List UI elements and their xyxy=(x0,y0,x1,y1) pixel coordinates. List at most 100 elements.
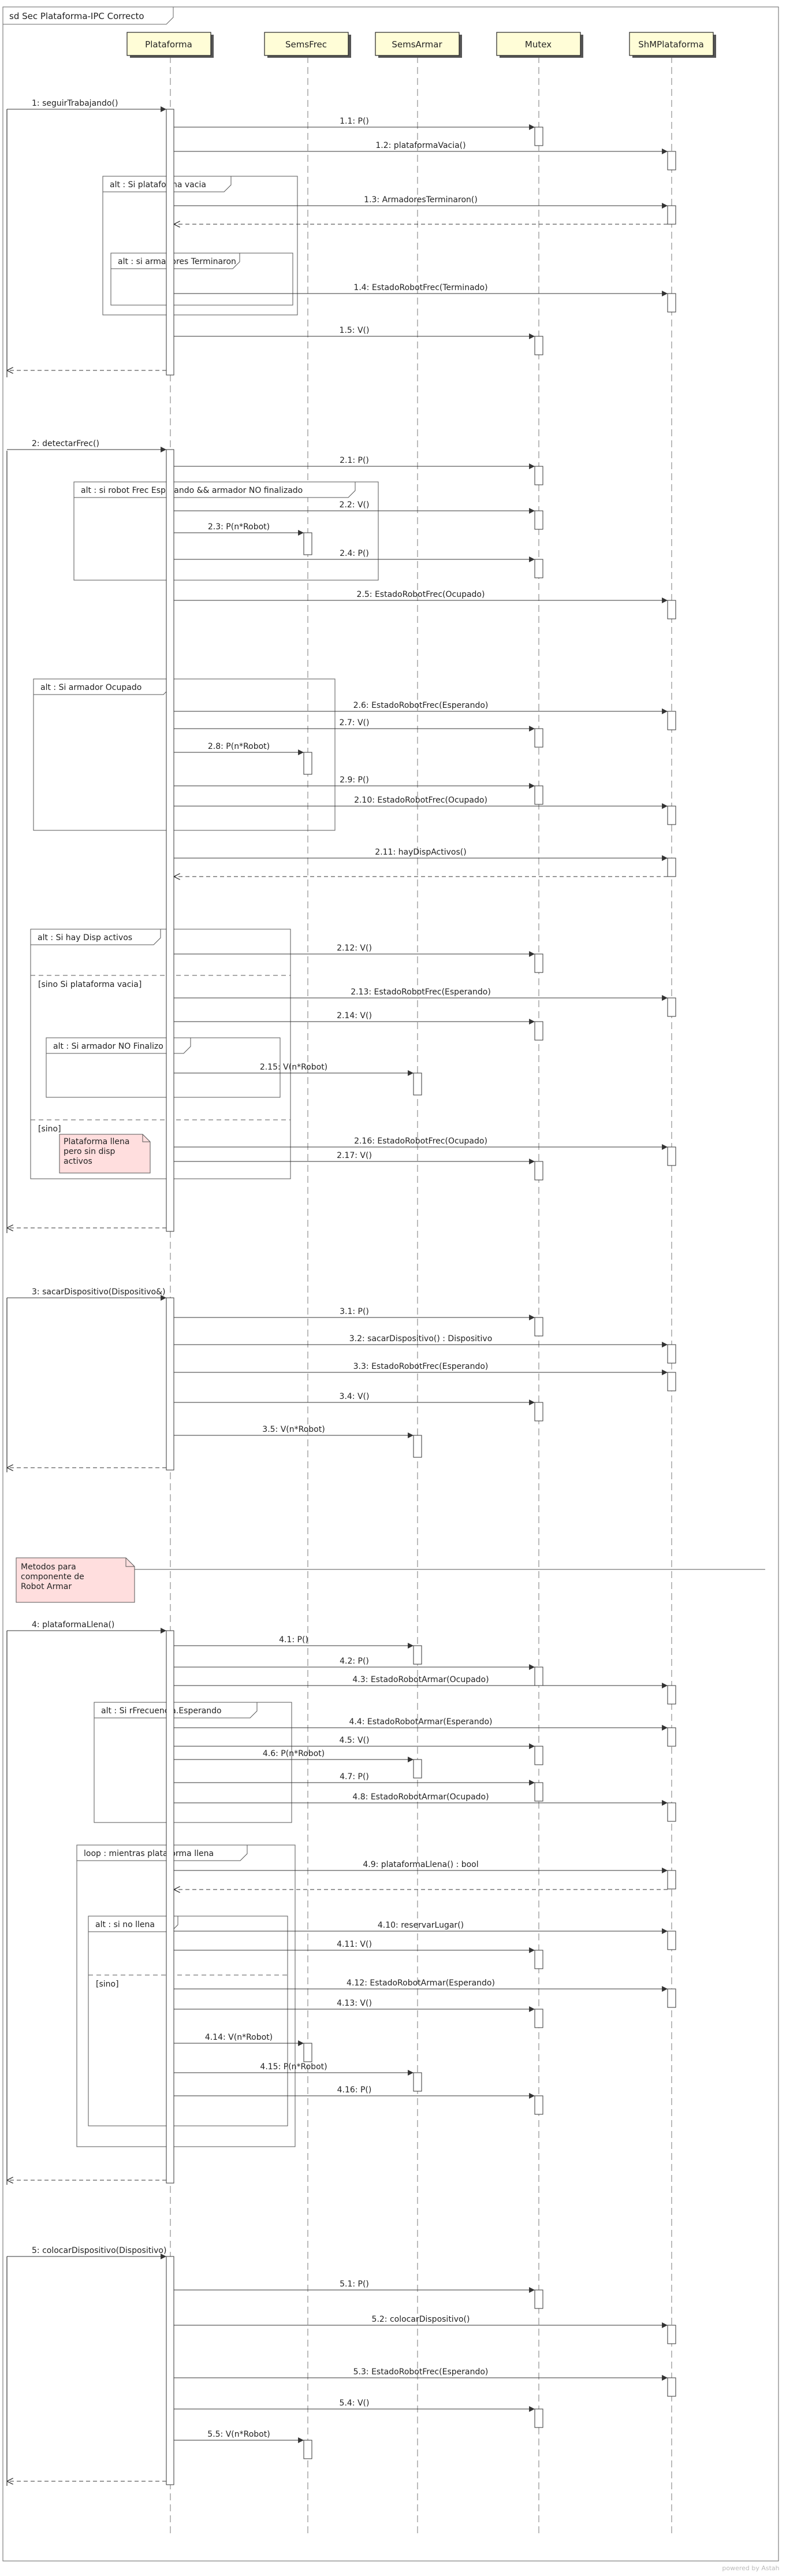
fragments: alt : Si plataforma vacia alt : si armad… xyxy=(30,176,379,2147)
message-m4-3: 4.3: EstadoRobotArmar(Ocupado) xyxy=(174,1675,668,1688)
message-m2-10: 2.10: EstadoRobotFrec(Ocupado) xyxy=(174,796,668,809)
message-label: 3.3: EstadoRobotFrec(Esperando) xyxy=(353,1362,489,1371)
message-m5-1: 5.1: P() xyxy=(174,2280,535,2293)
message-m4-7: 4.7: P() xyxy=(174,1772,535,1786)
participants: Plataforma SemsFrec SemsArmar Mutex ShMP… xyxy=(126,32,716,58)
note-line: activos xyxy=(64,1157,92,1166)
watermark: powered by Astah xyxy=(722,2564,779,2572)
message-label: 5.5: V(n*Robot) xyxy=(207,2430,270,2439)
fragment-label: alt : Si armador Ocupado xyxy=(40,683,141,692)
message-m3-4: 3.4: V() xyxy=(174,1392,535,1405)
message-label: 3.5: V(n*Robot) xyxy=(262,1425,325,1434)
message-label: 2.1: P() xyxy=(340,456,369,465)
message-m4-6: 4.6: P(n*Robot) xyxy=(174,1749,414,1762)
note-line: componente de xyxy=(21,1572,84,1582)
message-m4-16: 4.16: P() xyxy=(174,2085,535,2099)
fragment-guard: [sino] xyxy=(96,1980,119,1989)
message-label: 1.3: ArmadoresTerminaron() xyxy=(364,195,478,205)
message-label: 3.2: sacarDispositivo() : Dispositivo xyxy=(349,1334,493,1343)
fragment-guard: [sino Si plataforma vacia] xyxy=(38,980,141,989)
message-m5: 5: colocarDispositivo(Dispositivo) xyxy=(7,2246,166,2259)
message-m5-3: 5.3: EstadoRobotFrec(Esperando) xyxy=(174,2367,668,2381)
fragment-label: alt : Si plataforma vacia xyxy=(110,180,206,190)
fragment-label: alt : Si rFrecuencia.Esperando xyxy=(101,1706,222,1716)
participant-label: Mutex xyxy=(525,39,552,50)
message-label: 5.4: V() xyxy=(340,2399,370,2408)
message-m2-9: 2.9: P() xyxy=(174,775,535,789)
fragment-f5: alt : Si hay Disp activos [sino Si plata… xyxy=(30,929,291,1179)
message-label: 2.13: EstadoRobotFrec(Esperando) xyxy=(351,988,491,997)
participant-label: ShMPlataforma xyxy=(638,39,704,50)
message-m2-5: 2.5: EstadoRobotFrec(Ocupado) xyxy=(174,590,668,603)
fragment-f9: alt : si no llena [sino] xyxy=(88,1916,288,2126)
message-m4-1: 4.1: P() xyxy=(174,1635,414,1649)
participant-label: SemsFrec xyxy=(285,39,327,50)
message-m4-10: 4.10: reservarLugar() xyxy=(174,1921,668,1934)
note-line: Plataforma llena xyxy=(64,1137,130,1146)
messages: 1: seguirTrabajando() 1.1: P() 1.2: plataf… xyxy=(7,99,668,2481)
fragment-label: alt : si robot Frec Esperando && armador… xyxy=(81,486,303,495)
message-label: 1: seguirTrabajando() xyxy=(32,99,118,108)
message-m2-7: 2.7: V() xyxy=(174,718,535,732)
message-label: 2.14: V() xyxy=(337,1011,372,1020)
message-label: 4.4: EstadoRobotArmar(Esperando) xyxy=(349,1717,493,1727)
message-label: 2.11: hayDispActivos() xyxy=(375,848,466,857)
message-label: 4.11: V() xyxy=(337,1940,372,1949)
fragment-guard: [sino] xyxy=(38,1124,61,1134)
message-label: 2.3: P(n*Robot) xyxy=(208,522,270,532)
message-label: 4.1: P() xyxy=(279,1635,308,1645)
message-label: 2.4: P() xyxy=(340,549,369,558)
message-m4-8: 4.8: EstadoRobotArmar(Ocupado) xyxy=(174,1792,668,1806)
lifelines xyxy=(170,56,672,2534)
message-m1-4: 1.4: EstadoRobotFrec(Terminado) xyxy=(174,283,668,296)
message-m4-11: 4.11: V() xyxy=(174,1940,535,1953)
message-m4-4: 4.4: EstadoRobotArmar(Esperando) xyxy=(174,1717,668,1731)
note-metodos-armar: Metodos para componente de Robot Armar xyxy=(16,1557,765,1603)
message-label: 1.2: plataformaVacia() xyxy=(375,141,465,150)
message-m1-2: 1.2: plataformaVacia() xyxy=(174,141,668,154)
message-m4-12: 4.12: EstadoRobotArmar(Esperando) xyxy=(174,1979,668,1992)
participant-label: Plataforma xyxy=(145,39,192,50)
message-m2-3: 2.3: P(n*Robot) xyxy=(174,522,304,536)
message-m5-5: 5.5: V(n*Robot) xyxy=(174,2430,304,2443)
message-m3: 3: sacarDispositivo(Dispositivo&) xyxy=(7,1287,166,1301)
participant-shmplataforma[interactable]: ShMPlataforma xyxy=(629,32,716,58)
message-label: 5.1: P() xyxy=(340,2280,369,2289)
message-m4-5: 4.5: V() xyxy=(174,1736,535,1749)
note-line: Metodos para xyxy=(21,1562,76,1572)
fragment-label: alt : Si armador NO Finalizo xyxy=(53,1042,163,1051)
message-m1-3: 1.3: ArmadoresTerminaron() xyxy=(174,195,668,209)
fragment-f2: alt : si armadores Terminaron xyxy=(110,253,293,306)
message-m4-14: 4.14: V(n*Robot) xyxy=(174,2033,304,2046)
message-m2-13: 2.13: EstadoRobotFrec(Esperando) xyxy=(174,988,668,1001)
message-label: 4.6: P(n*Robot) xyxy=(263,1749,325,1758)
message-m2-14: 2.14: V() xyxy=(174,1011,535,1025)
participant-label: SemsArmar xyxy=(392,39,442,50)
fragment-f4: alt : Si armador Ocupado xyxy=(33,678,336,831)
participant-semsfrec[interactable]: SemsFrec xyxy=(264,32,351,58)
message-label: 2.7: V() xyxy=(340,718,370,727)
message-m2-1: 2.1: P() xyxy=(174,456,535,469)
message-label: 1.1: P() xyxy=(340,117,369,126)
fragment-f3: alt : si robot Frec Esperando && armador… xyxy=(73,481,379,581)
message-m3-2: 3.2: sacarDispositivo() : Dispositivo xyxy=(174,1334,668,1348)
message-label: 5: colocarDispositivo(Dispositivo) xyxy=(32,2246,166,2255)
participant-mutex[interactable]: Mutex xyxy=(496,32,583,58)
message-m1: 1: seguirTrabajando() xyxy=(7,99,166,112)
activations xyxy=(166,109,676,2485)
message-m2-12: 2.12: V() xyxy=(174,944,535,957)
note-line: pero sin disp xyxy=(64,1147,116,1156)
message-label: 4.7: P() xyxy=(340,1772,369,1781)
message-m3-1: 3.1: P() xyxy=(174,1307,535,1320)
message-label: 2.10: EstadoRobotFrec(Ocupado) xyxy=(354,796,487,805)
message-m2-15: 2.15: V(n*Robot) xyxy=(174,1063,414,1076)
message-m5-2: 5.2: colocarDispositivo() xyxy=(174,2315,668,2328)
participant-plataforma[interactable]: Plataforma xyxy=(126,32,214,58)
participant-semsarmar[interactable]: SemsArmar xyxy=(375,32,462,58)
message-m3-5: 3.5: V(n*Robot) xyxy=(174,1425,414,1438)
note-line: Robot Armar xyxy=(21,1582,72,1591)
message-m4-2: 4.2: P() xyxy=(174,1657,535,1670)
fragment-label: alt : si armadores Terminaron xyxy=(118,257,236,266)
message-label: 2.15: V(n*Robot) xyxy=(260,1063,327,1072)
